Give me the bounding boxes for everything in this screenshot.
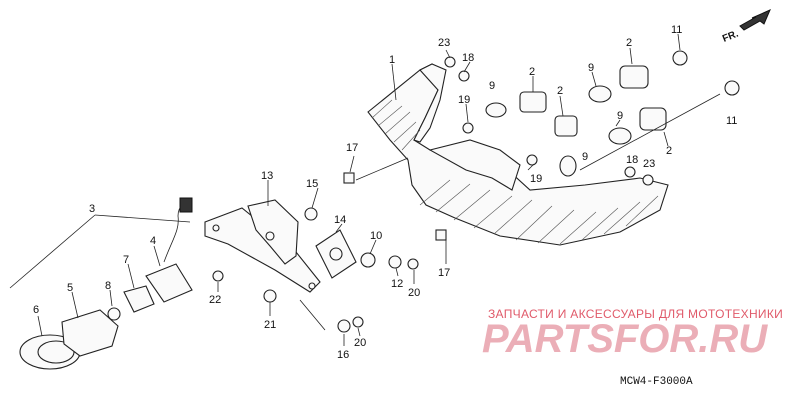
- callout-13: 13: [261, 170, 273, 182]
- watermark-tagline: ЗАПЧАСТИ И АКСЕССУАРЫ ДЛЯ МОТОТЕХНИКИ: [488, 307, 783, 321]
- callout-9a: 9: [489, 80, 495, 92]
- leader-lines: [37, 33, 721, 346]
- tail-light-sockets: [485, 65, 667, 177]
- callout-6: 6: [33, 304, 39, 316]
- callout-21: 21: [264, 319, 276, 331]
- turn-signal-assembly: [9, 197, 193, 370]
- license-bracket: [204, 199, 321, 293]
- license-light: [315, 229, 357, 279]
- callouts: 1 2 2 2 2 3 4 5 6 7 8 9 9 9 9 10 11 11 1…: [33, 24, 737, 361]
- callout-12: 12: [391, 278, 403, 290]
- callout-2d: 2: [666, 145, 672, 157]
- callout-2b: 2: [557, 85, 563, 97]
- callout-2a: 2: [529, 66, 535, 78]
- callout-19a: 19: [458, 94, 470, 106]
- callout-22: 22: [209, 294, 221, 306]
- callout-17b: 17: [438, 267, 450, 279]
- watermark-brand: PARTSFOR.RU: [482, 317, 768, 361]
- callout-3: 3: [89, 203, 95, 215]
- callout-17a: 17: [346, 142, 358, 154]
- callout-9d: 9: [582, 151, 588, 163]
- callout-7: 7: [123, 254, 129, 266]
- callout-20b: 20: [354, 337, 366, 349]
- diagram-code: MCW4-F3000A: [620, 376, 693, 388]
- callout-11a: 11: [671, 24, 682, 36]
- callout-19b: 19: [530, 173, 542, 185]
- callout-10: 10: [370, 230, 382, 242]
- callout-23a: 23: [438, 37, 450, 49]
- callout-16: 16: [337, 349, 349, 361]
- rear-fender-housing: [367, 63, 669, 246]
- callout-18b: 18: [626, 154, 638, 166]
- callout-23b: 23: [643, 158, 655, 170]
- callout-15: 15: [306, 178, 318, 190]
- callout-2c: 2: [626, 37, 632, 49]
- callout-8: 8: [105, 280, 111, 292]
- front-direction-arrow: FR.: [721, 9, 771, 45]
- callout-1: 1: [389, 54, 395, 66]
- direction-label: FR.: [721, 28, 740, 44]
- watermark: ЗАПЧАСТИ И АКСЕССУАРЫ ДЛЯ МОТОТЕХНИКИ PA…: [482, 307, 783, 361]
- callout-14: 14: [334, 214, 346, 226]
- callout-20a: 20: [408, 287, 420, 299]
- callout-11b: 11: [726, 115, 737, 127]
- callout-4: 4: [150, 235, 156, 247]
- callout-5: 5: [67, 282, 73, 294]
- callout-9b: 9: [588, 62, 594, 74]
- fasteners: [212, 50, 740, 333]
- callout-9c: 9: [617, 110, 623, 122]
- callout-18a: 18: [462, 52, 474, 64]
